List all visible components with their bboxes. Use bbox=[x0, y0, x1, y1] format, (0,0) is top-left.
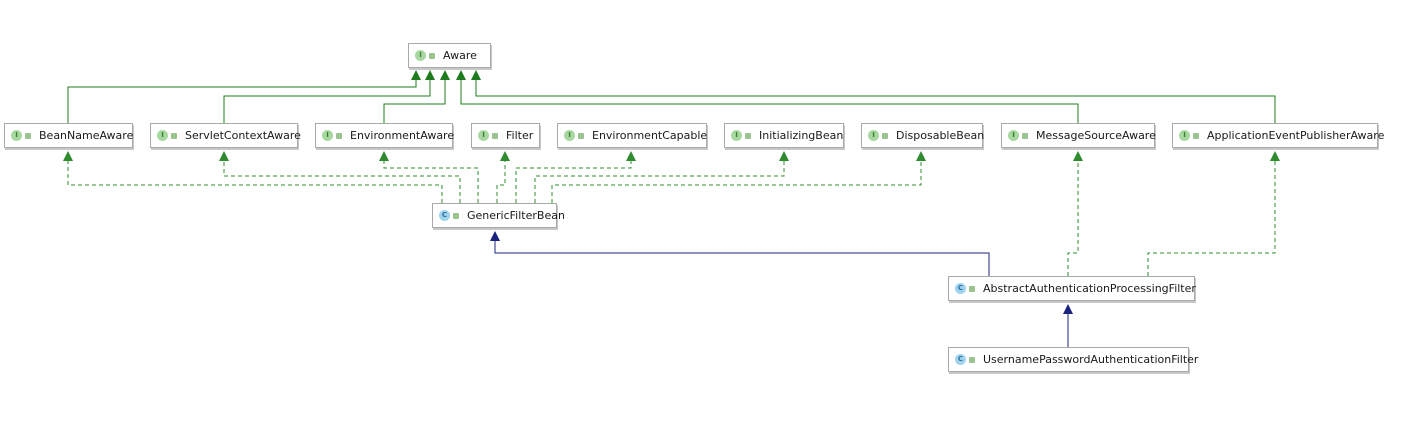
arrowhead-icon bbox=[440, 70, 450, 80]
node-bean-name-aware[interactable]: I BeanNameAware bbox=[4, 123, 133, 148]
arrowhead-icon bbox=[1073, 151, 1083, 161]
node-environment-aware[interactable]: I EnvironmentAware bbox=[315, 123, 455, 148]
edge-generic-filter-bean-to-environment-aware bbox=[379, 151, 479, 203]
public-visibility-icon bbox=[578, 132, 584, 139]
node-label: Filter bbox=[506, 129, 534, 142]
arrowhead-icon bbox=[63, 151, 73, 161]
arrowhead-icon bbox=[379, 151, 389, 161]
node-initializing-bean[interactable]: I InitializingBean bbox=[724, 123, 844, 148]
class-icon: C bbox=[955, 283, 966, 294]
edge-bean-name-aware-to-aware bbox=[67, 70, 421, 123]
node-label: InitializingBean bbox=[759, 129, 844, 142]
node-filter[interactable]: I Filter bbox=[471, 123, 540, 148]
interface-icon: I bbox=[868, 130, 879, 141]
arrowhead-icon bbox=[411, 70, 421, 80]
arrowhead-icon bbox=[425, 70, 435, 80]
node-abstract-authentication-processing-filter[interactable]: C AbstractAuthenticationProcessingFilter bbox=[948, 276, 1196, 301]
public-visibility-icon bbox=[1193, 132, 1199, 139]
edge-abstract-authentication-processing-filter-to-generic-filter-bean bbox=[490, 231, 990, 276]
arrowhead-icon bbox=[500, 151, 510, 161]
node-servlet-context-aware[interactable]: I ServletContextAware bbox=[150, 123, 301, 148]
node-aware[interactable]: I Aware bbox=[408, 43, 491, 68]
arrowhead-icon bbox=[779, 151, 789, 161]
public-visibility-icon bbox=[1022, 132, 1028, 139]
interface-icon: I bbox=[564, 130, 575, 141]
edge-generic-filter-bean-to-disposable-bean bbox=[551, 151, 926, 203]
interface-icon: I bbox=[157, 130, 168, 141]
edge-generic-filter-bean-to-environment-capable bbox=[515, 151, 636, 203]
node-label: DisposableBean bbox=[896, 129, 985, 142]
edge-generic-filter-bean-to-bean-name-aware bbox=[63, 151, 443, 203]
node-label: UsernamePasswordAuthenticationFilter bbox=[983, 353, 1199, 366]
node-label: ServletContextAware bbox=[185, 129, 301, 142]
edge-abstract-authentication-processing-filter-to-message-source-aware bbox=[1067, 151, 1083, 276]
public-visibility-icon bbox=[745, 132, 751, 139]
public-visibility-icon bbox=[429, 52, 435, 59]
edge-environment-aware-to-aware bbox=[383, 70, 450, 123]
edge-generic-filter-bean-to-servlet-context-aware bbox=[219, 151, 461, 203]
edge-servlet-context-aware-to-aware bbox=[223, 70, 435, 123]
arrowhead-icon bbox=[490, 231, 500, 241]
node-label: Aware bbox=[443, 49, 477, 62]
edge-username-password-authentication-filter-to-abstract-authentication-processing-filter bbox=[1063, 304, 1073, 347]
edge-generic-filter-bean-to-initializing-bean bbox=[534, 151, 789, 203]
public-visibility-icon bbox=[25, 132, 31, 139]
edge-generic-filter-bean-to-filter bbox=[496, 151, 510, 203]
arrowhead-icon bbox=[219, 151, 229, 161]
node-label: EnvironmentCapable bbox=[592, 129, 708, 142]
interface-icon: I bbox=[322, 130, 333, 141]
node-username-password-authentication-filter[interactable]: C UsernamePasswordAuthenticationFilter bbox=[948, 347, 1198, 372]
node-environment-capable[interactable]: I EnvironmentCapable bbox=[557, 123, 707, 148]
edge-application-event-publisher-aware-to-aware bbox=[471, 70, 1276, 123]
interface-icon: I bbox=[415, 50, 426, 61]
node-generic-filter-bean[interactable]: C GenericFilterBean bbox=[432, 203, 565, 228]
edge-message-source-aware-to-aware bbox=[456, 70, 1079, 123]
node-disposable-bean[interactable]: I DisposableBean bbox=[861, 123, 985, 148]
arrowhead-icon bbox=[626, 151, 636, 161]
interface-icon: I bbox=[731, 130, 742, 141]
arrowhead-icon bbox=[1063, 304, 1073, 314]
class-icon: C bbox=[439, 210, 450, 221]
public-visibility-icon bbox=[969, 356, 975, 363]
public-visibility-icon bbox=[453, 212, 459, 219]
interface-icon: I bbox=[1008, 130, 1019, 141]
node-label: ApplicationEventPublisherAware bbox=[1207, 129, 1385, 142]
public-visibility-icon bbox=[171, 132, 177, 139]
node-label: AbstractAuthenticationProcessingFilter bbox=[983, 282, 1196, 295]
public-visibility-icon bbox=[882, 132, 888, 139]
edge-abstract-authentication-processing-filter-to-application-event-publisher-aware bbox=[1147, 151, 1280, 276]
class-icon: C bbox=[955, 354, 966, 365]
node-label: BeanNameAware bbox=[39, 129, 134, 142]
node-label: GenericFilterBean bbox=[467, 209, 565, 222]
public-visibility-icon bbox=[969, 285, 975, 292]
arrowhead-icon bbox=[456, 70, 466, 80]
interface-icon: I bbox=[1179, 130, 1190, 141]
public-visibility-icon bbox=[336, 132, 342, 139]
interface-icon: I bbox=[11, 130, 22, 141]
public-visibility-icon bbox=[492, 132, 498, 139]
arrowhead-icon bbox=[1270, 151, 1280, 161]
node-message-source-aware[interactable]: I MessageSourceAware bbox=[1001, 123, 1156, 148]
arrowhead-icon bbox=[471, 70, 481, 80]
interface-icon: I bbox=[478, 130, 489, 141]
node-application-event-publisher-aware[interactable]: I ApplicationEventPublisherAware bbox=[1172, 123, 1384, 148]
arrowhead-icon bbox=[916, 151, 926, 161]
node-label: MessageSourceAware bbox=[1036, 129, 1156, 142]
node-label: EnvironmentAware bbox=[350, 129, 455, 142]
